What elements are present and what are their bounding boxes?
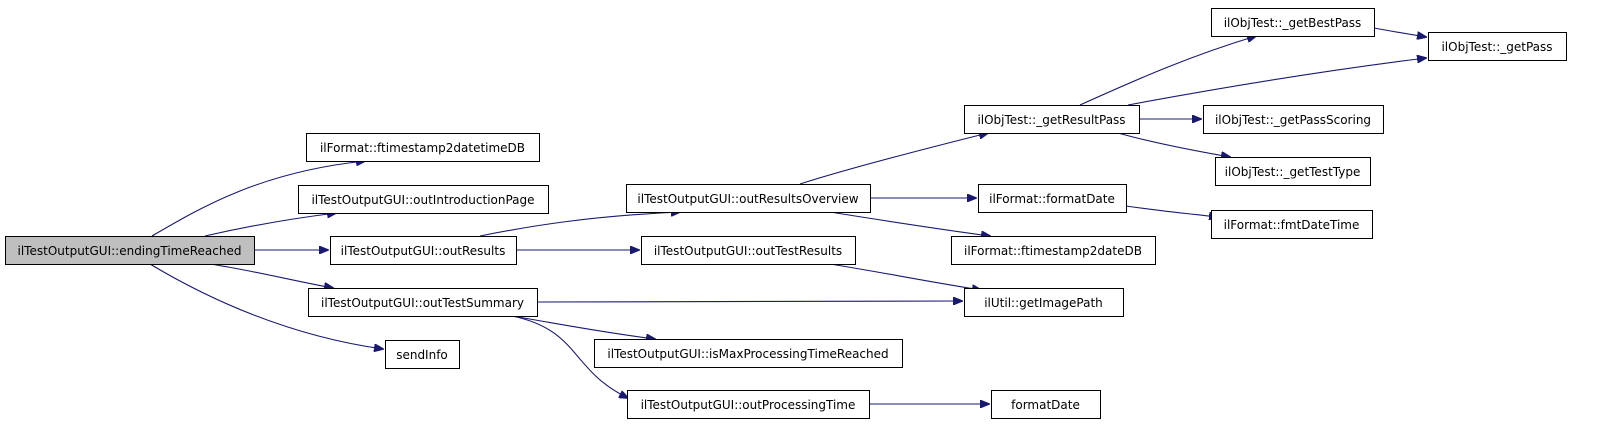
node-box xyxy=(641,236,856,265)
node-box xyxy=(330,236,517,265)
edge-outResultsOverview-to-ftimestamp2dateDB xyxy=(829,211,990,236)
node-endingTimeReached[interactable]: ilTestOutputGUI::endingTimeReached xyxy=(5,236,255,265)
node-getBestPass[interactable]: ilObjTest::_getBestPass xyxy=(1211,8,1375,37)
node-label: ilFormat::ftimestamp2datetimeDB xyxy=(320,141,525,155)
node-box xyxy=(991,390,1101,419)
node-fmtDateTime[interactable]: ilFormat::fmtDateTime xyxy=(1211,210,1373,239)
node-getImagePath[interactable]: ilUtil::getImagePath xyxy=(964,288,1124,317)
node-outIntroductionPage[interactable]: ilTestOutputGUI::outIntroductionPage xyxy=(298,185,549,214)
node-box xyxy=(306,133,540,162)
node-getResultPass[interactable]: ilObjTest::_getResultPass xyxy=(964,105,1140,134)
edge-endingTimeReached-to-ftimestamp2datetimeDB xyxy=(151,161,365,237)
node-label: ilTestOutputGUI::endingTimeReached xyxy=(18,244,242,258)
node-box xyxy=(964,288,1124,317)
edge-endingTimeReached-to-outIntroductionPage xyxy=(204,213,336,237)
edge-getBestPass-to-getPass xyxy=(1373,27,1426,37)
node-label: ilTestOutputGUI::outResultsOverview xyxy=(637,192,858,206)
node-label: ilTestOutputGUI::outResults xyxy=(341,244,506,258)
edge-outTestResults-to-getImagePath xyxy=(829,263,981,290)
node-label: ilUtil::getImagePath xyxy=(984,296,1103,310)
node-box xyxy=(308,288,538,317)
edge-getResultPass-to-getPass xyxy=(1127,58,1426,106)
node-box xyxy=(1203,105,1384,134)
node-label: ilTestOutputGUI::outTestResults xyxy=(654,244,842,258)
edge-outTestSummary-to-getImagePath xyxy=(536,301,962,302)
edge-endingTimeReached-to-sendInfo xyxy=(149,263,383,349)
node-ftimestamp2dateDB[interactable]: ilFormat::ftimestamp2dateDB xyxy=(951,236,1156,265)
node-label: ilObjTest::_getTestType xyxy=(1225,165,1361,179)
node-label: ilTestOutputGUI::outTestSummary xyxy=(321,296,524,310)
edge-outResults-to-outResultsOverview xyxy=(479,212,680,237)
node-outResultsOverview[interactable]: ilTestOutputGUI::outResultsOverview xyxy=(626,184,871,213)
node-getTestType[interactable]: ilObjTest::_getTestType xyxy=(1215,157,1371,186)
node-label: ilTestOutputGUI::outIntroductionPage xyxy=(311,193,534,207)
node-label: ilFormat::ftimestamp2dateDB xyxy=(964,244,1142,258)
edge-outTestSummary-to-outProcessingTime xyxy=(511,315,628,398)
node-label: ilTestOutputGUI::isMaxProcessingTimeReac… xyxy=(607,347,888,361)
node-box xyxy=(978,184,1127,213)
edge-outTestSummary-to-isMaxProcessingTimeReached xyxy=(511,315,655,339)
node-formatDate[interactable]: formatDate xyxy=(991,390,1101,419)
node-isMaxProcessingTimeReached[interactable]: ilTestOutputGUI::isMaxProcessingTimeReac… xyxy=(594,339,903,368)
node-label: ilFormat::fmtDateTime xyxy=(1224,218,1360,232)
node-box xyxy=(1211,8,1375,37)
node-label: ilObjTest::_getBestPass xyxy=(1224,16,1362,30)
edges xyxy=(149,27,1426,404)
node-outResults[interactable]: ilTestOutputGUI::outResults xyxy=(330,236,517,265)
nodes: ilTestOutputGUI::endingTimeReached ilForm… xyxy=(5,8,1567,419)
node-label: ilObjTest::_getPassScoring xyxy=(1215,113,1371,127)
edge-getResultPass-to-getTestType xyxy=(1117,132,1230,157)
node-getPass[interactable]: ilObjTest::_getPass xyxy=(1428,32,1567,61)
node-box xyxy=(594,339,903,368)
edge-outResultsOverview-to-getResultPass xyxy=(799,133,988,185)
node-box xyxy=(385,340,460,369)
node-label: ilObjTest::_getResultPass xyxy=(977,113,1125,127)
node-box xyxy=(1428,32,1567,61)
node-sendInfo[interactable]: sendInfo xyxy=(385,340,460,369)
node-box xyxy=(5,236,255,265)
node-box xyxy=(298,185,549,214)
node-label: formatDate xyxy=(1011,398,1080,412)
node-label: ilFormat::formatDate xyxy=(989,192,1115,206)
node-box xyxy=(627,390,870,419)
node-box xyxy=(1211,210,1373,239)
edge-getResultPass-to-getBestPass xyxy=(1079,36,1256,106)
node-box xyxy=(626,184,871,213)
node-label: sendInfo xyxy=(396,348,448,362)
node-label: ilTestOutputGUI::outProcessingTime xyxy=(641,398,856,412)
node-box xyxy=(951,236,1156,265)
node-box xyxy=(964,105,1140,134)
node-box xyxy=(1215,157,1371,186)
node-outTestResults[interactable]: ilTestOutputGUI::outTestResults xyxy=(641,236,856,265)
node-getPassScoring[interactable]: ilObjTest::_getPassScoring xyxy=(1203,105,1384,134)
node-ftimestamp2datetimeDB[interactable]: ilFormat::ftimestamp2datetimeDB xyxy=(306,133,540,162)
edge-endingTimeReached-to-outTestSummary xyxy=(209,263,333,288)
node-outProcessingTime[interactable]: ilTestOutputGUI::outProcessingTime xyxy=(627,390,870,419)
node-outTestSummary[interactable]: ilTestOutputGUI::outTestSummary xyxy=(308,288,538,317)
node-formatDate_ilFormat[interactable]: ilFormat::formatDate xyxy=(978,184,1127,213)
edge-formatDate_ilFormat-to-fmtDateTime xyxy=(1125,205,1218,217)
node-label: ilObjTest::_getPass xyxy=(1441,40,1552,54)
